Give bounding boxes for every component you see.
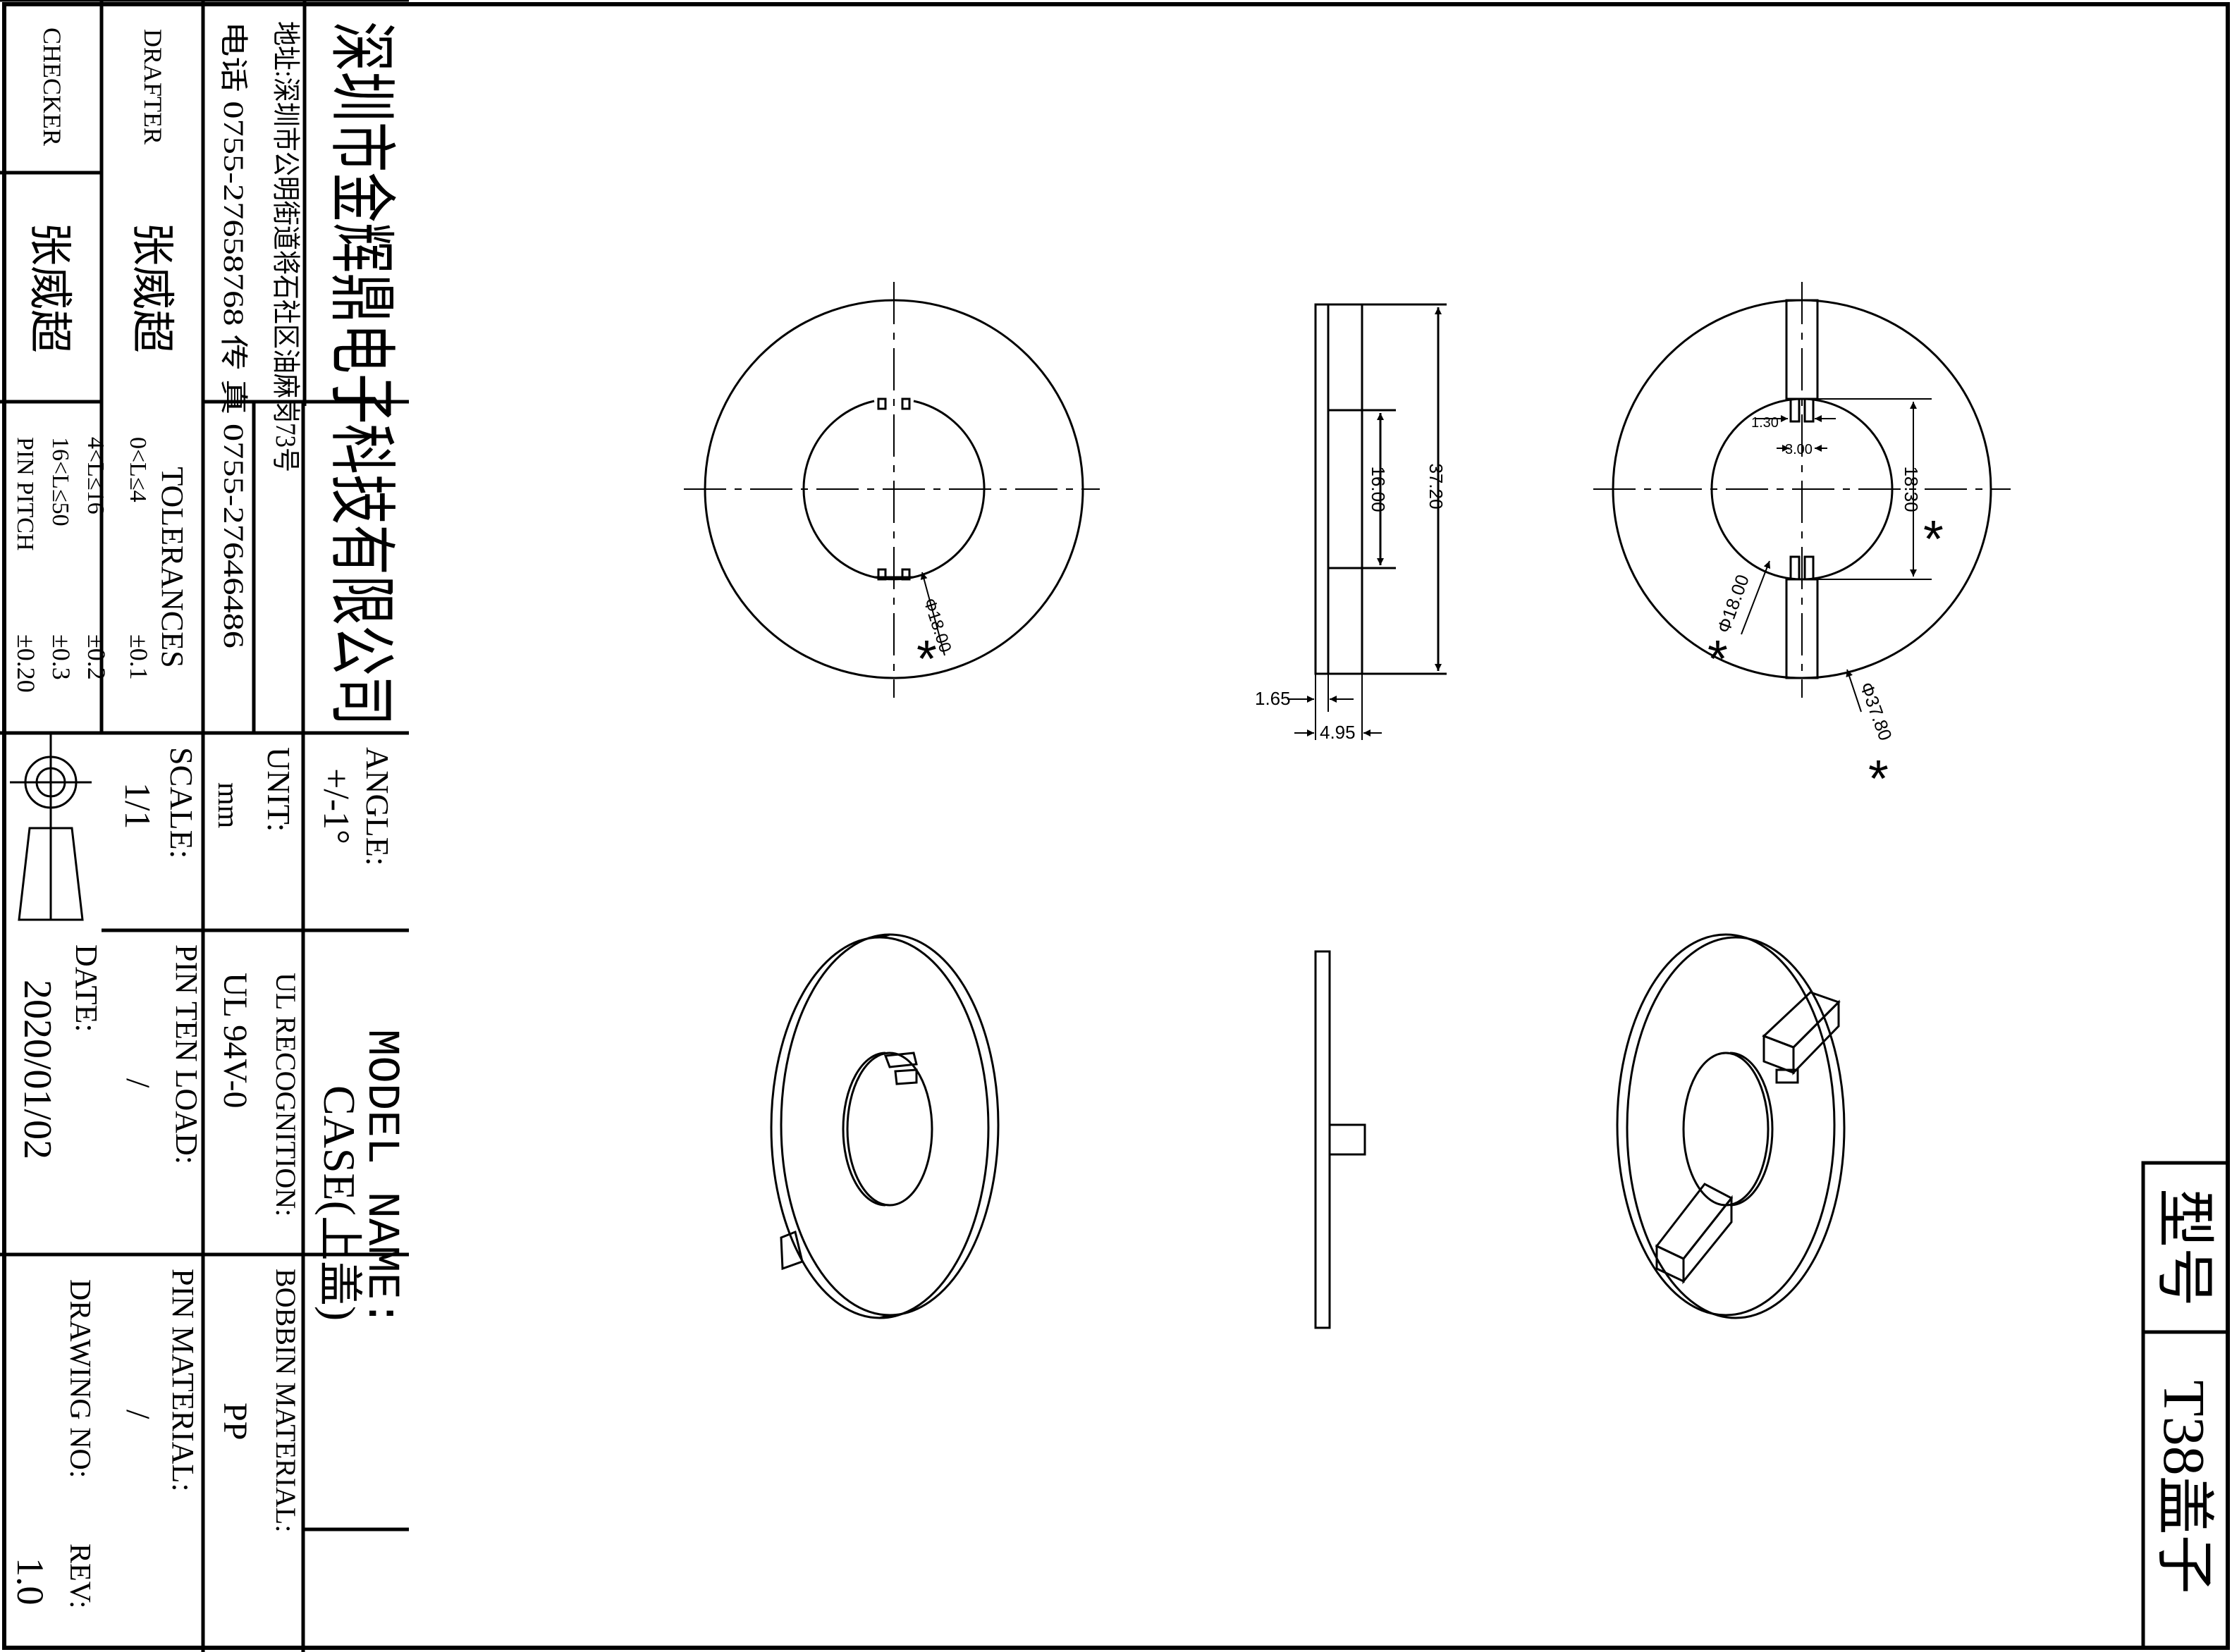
date-label: DATE: [69,944,104,1032]
tolerance-range: 0<L≤4 [125,437,151,503]
thickness: 1.65 [1255,688,1291,709]
projection-symbol [10,733,92,921]
slot-width: 1.30 [1751,415,1779,431]
pin-material-label: PIN MATERIAL: [166,1269,200,1492]
drafter-name: 张威超 [128,222,176,353]
ul-label: UL RECOGNITION: [270,973,302,1216]
tolerance-range: 16<L≤50 [47,437,73,526]
tolerance-value: ±0.20 [12,634,40,693]
width-total: 4.95 [1320,722,1356,743]
rev-value: 1.0 [9,1558,51,1605]
model-box-label: 型号 [2151,1188,2216,1307]
bobbin-material-value: PP [216,1403,254,1440]
title-block: CHECKER 张威超 DRAFTER 张威超 深圳市金辉鼎电子科技有限公司 地… [0,0,409,1652]
model-box: 型号 T38盖子 [2141,1161,2230,1650]
tolerance-value: ±0.1 [125,634,153,680]
outer-diameter: Φ37.80 [1856,679,1896,744]
height-inner: 16.00 [1368,466,1389,512]
model-name-label: MODEL NAME: [355,1029,406,1326]
pin-ten-load-label: PIN TEN LOAD: [169,944,204,1164]
iso-view-back [1616,933,1846,1319]
company-address: 地址:深圳市公明街道将石社区油麻岗73号 [270,21,302,472]
scale-label: SCALE: [164,747,200,858]
tolerance-range: PIN PITCH [12,437,38,551]
unit-value: mm [211,782,244,829]
tolerance-value: ±0.2 [82,634,111,680]
date-value: 2020/01/02 [16,980,59,1159]
slot-offset: 3.00 [1785,442,1813,457]
iso-view-side [1314,950,1366,1329]
pin-material-value: / [119,1410,157,1419]
tolerance-value: ±0.3 [47,634,75,680]
model-name-value: CASE(上盖) [314,1085,364,1321]
side-view: 37.20 16.00 1.65 4.95 [1255,303,1447,743]
model-box-value: T38盖子 [2151,1380,2216,1594]
drawing-no-label: DRAWING NO: [63,1279,96,1478]
scale-value: 1/1 [117,782,157,829]
height-total: 37.20 [1425,463,1447,509]
critical-mark: * [1868,749,1889,808]
company-phone-fax: 电话 0755-27658768 传 真 0755-27646486 [218,21,250,648]
drafter-label: DRAFTER [139,29,167,144]
slot-span: 18.30 [1901,466,1922,512]
tolerance-range: 4<L≤16 [82,437,109,514]
angle-value: +/-1° [316,768,356,844]
critical-mark: * [1923,510,1944,568]
bobbin-material-label: BOBBIN MATERIAL: [270,1269,302,1532]
tolerances-title: TOLERANCES [155,467,190,667]
checker-name: 张威超 [25,222,73,353]
critical-mark: * [916,629,937,688]
iso-view-front [770,933,1000,1319]
tolerance-table: 0<L≤4 ±0.1 4<L≤16 ±0.2 16<L≤50 ±0.3 PIN … [12,437,153,693]
pin-ten-load-value: / [119,1078,157,1088]
company-name: 深圳市金辉鼎电子科技有限公司 [324,21,399,726]
ul-value: UL 94V-0 [216,973,254,1108]
back-view: 1.30 3.00 18.30 Φ18.00 Φ37.80 * * * [1593,282,2011,808]
front-view: Φ18.00 * [684,282,1100,698]
critical-mark: * [1707,629,1728,688]
angle-label: ANGLE: [360,747,395,866]
rev-label: REV: [63,1543,96,1609]
checker-label: CHECKER [38,27,66,146]
back-inner-diameter: Φ18.00 [1712,572,1753,636]
unit-label: UNIT: [261,747,297,832]
